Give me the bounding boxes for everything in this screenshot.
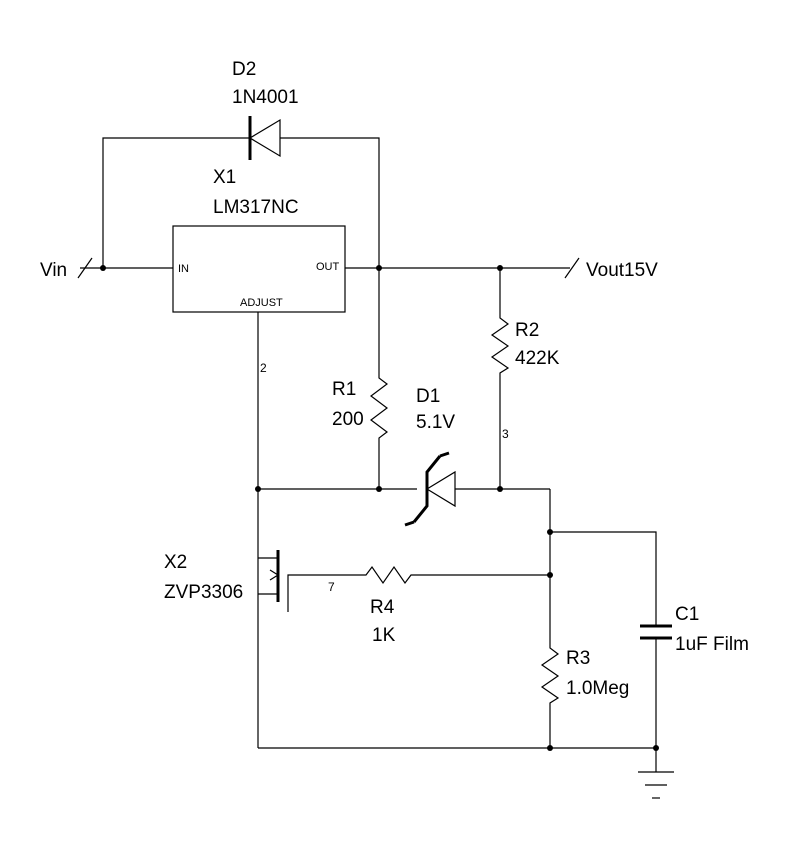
x2-ref: X2 — [164, 552, 187, 573]
node-3-label: 3 — [502, 427, 509, 441]
capacitor-c1: C1 1uF Film — [640, 604, 749, 655]
x1-pin-in: IN — [178, 263, 189, 275]
port-vin: Vin — [40, 257, 93, 281]
resistor-r4: R4 1K — [360, 565, 415, 646]
r4-value: 1K — [372, 625, 396, 646]
d2-value: 1N4001 — [232, 87, 299, 108]
port-vout: Vout15V — [564, 257, 658, 281]
resistor-r3: R3 1.0Meg — [540, 642, 629, 706]
resistor-r1: R1 200 — [332, 372, 388, 446]
ground-symbol — [638, 771, 674, 799]
c1-ref: C1 — [675, 604, 699, 625]
r1-ref: R1 — [332, 379, 356, 400]
c1-value: 1uF Film — [675, 634, 749, 655]
wires — [80, 137, 657, 772]
r3-ref: R3 — [566, 648, 590, 669]
x1-ref: X1 — [213, 167, 236, 188]
x1-pin-adjust: ADJUST — [240, 297, 283, 309]
zener-d1: D1 5.1V — [404, 386, 456, 527]
x1-pin-out: OUT — [316, 261, 340, 273]
r2-ref: R2 — [515, 320, 539, 341]
x2-value: ZVP3306 — [164, 582, 243, 603]
diode-d2: D2 1N4001 — [232, 59, 299, 160]
r2-value: 422K — [515, 348, 560, 369]
junction-dots — [100, 265, 659, 751]
regulator-x1: X1 LM317NC IN OUT ADJUST — [172, 167, 346, 313]
r1-value: 200 — [332, 409, 364, 430]
node-2-label: 2 — [260, 361, 267, 375]
port-vin-label: Vin — [40, 260, 67, 281]
d1-value: 5.1V — [416, 412, 455, 433]
resistor-r2: R2 422K — [490, 313, 560, 378]
d2-ref: D2 — [232, 59, 256, 80]
port-vout-label: Vout15V — [586, 260, 658, 281]
d1-ref: D1 — [416, 386, 440, 407]
r4-ref: R4 — [370, 597, 395, 618]
x1-body — [172, 225, 346, 313]
mosfet-x2: X2 ZVP3306 — [164, 550, 292, 612]
r3-value: 1.0Meg — [566, 678, 629, 699]
x1-value: LM317NC — [213, 197, 299, 218]
node-7-label: 7 — [328, 580, 335, 594]
